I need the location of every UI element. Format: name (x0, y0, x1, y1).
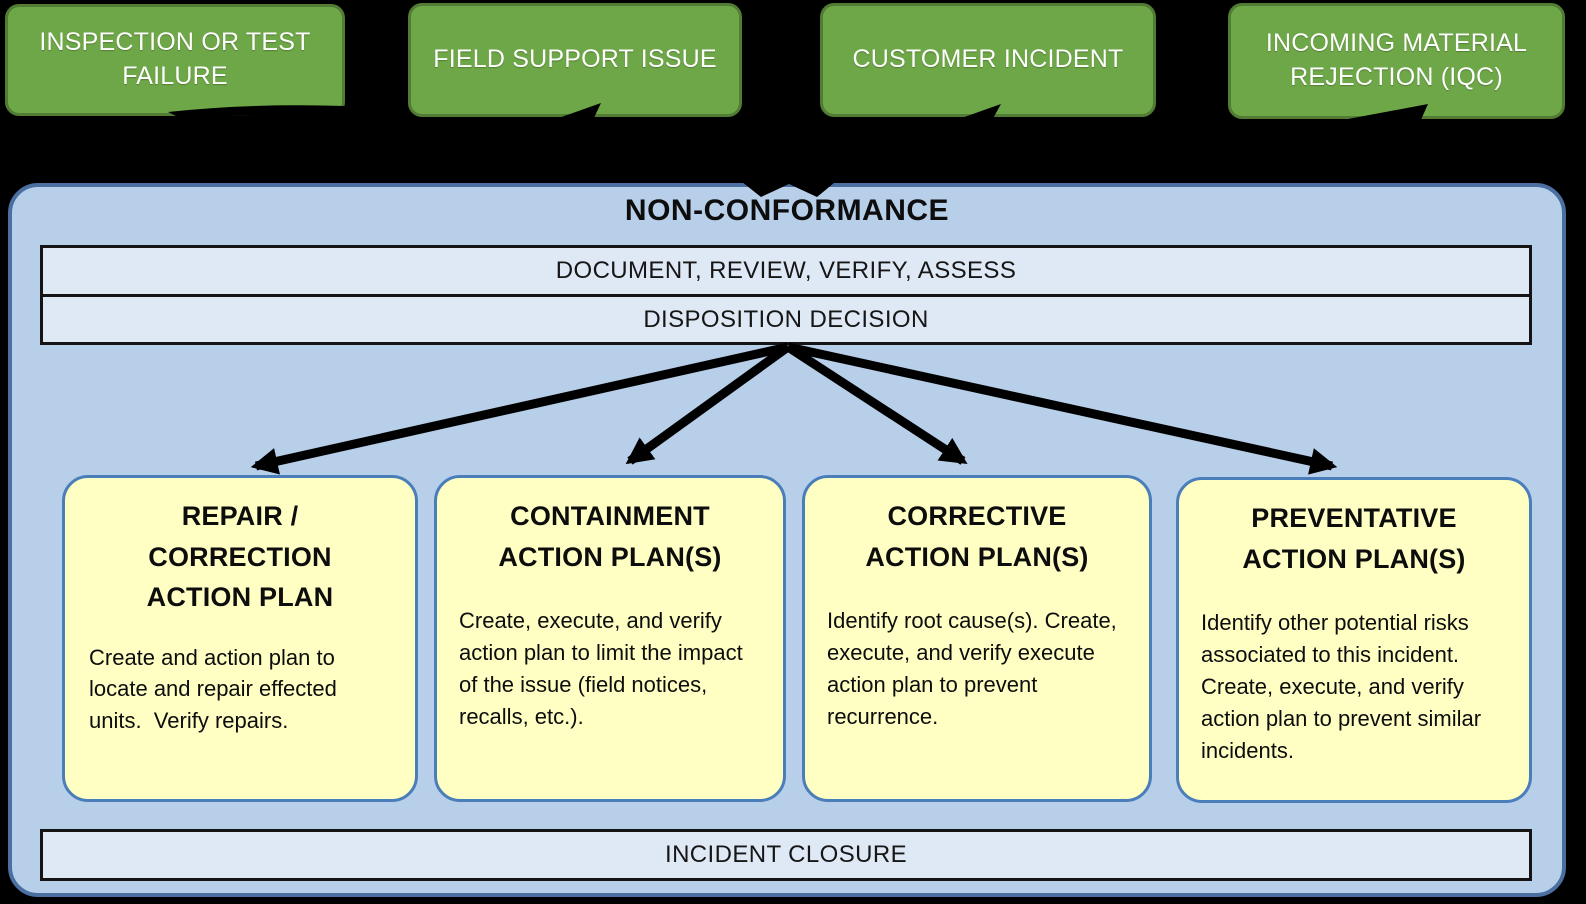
plan-title: PREVENTATIVE ACTION PLAN(S) (1242, 503, 1466, 574)
source-box-field-support-issue: FIELD SUPPORT ISSUE (408, 3, 742, 117)
source-box-customer-incident: CUSTOMER INCIDENT (820, 3, 1156, 117)
plan-title: CONTAINMENT ACTION PLAN(S) (498, 501, 722, 572)
plan-box-repair-correction: REPAIR / CORRECTION ACTION PLAN Create a… (62, 475, 418, 802)
plan-body: Create, execute, and verify action plan … (459, 608, 749, 729)
source-label: CUSTOMER INCIDENT (852, 45, 1124, 74)
source-label: FIELD SUPPORT ISSUE (433, 45, 717, 74)
plan-box-containment: CONTAINMENT ACTION PLAN(S) Create, execu… (434, 475, 786, 802)
step-bar-document-review-verify-assess: DOCUMENT, REVIEW, VERIFY, ASSESS (40, 245, 1532, 297)
step-bar-disposition-decision: DISPOSITION DECISION (40, 294, 1532, 345)
step-bar-incident-closure: INCIDENT CLOSURE (40, 829, 1532, 881)
panel-title: NON-CONFORMANCE (624, 194, 950, 227)
source-label: INSPECTION OR TEST FAILURE (39, 28, 311, 90)
plan-box-preventative: PREVENTATIVE ACTION PLAN(S) Identify oth… (1176, 477, 1532, 803)
plan-body: Create and action plan to locate and rep… (89, 644, 344, 734)
source-label: INCOMING MATERIAL REJECTION (IQC) (1265, 29, 1528, 91)
plan-title: REPAIR / CORRECTION ACTION PLAN (146, 501, 334, 612)
plan-title: CORRECTIVE ACTION PLAN(S) (865, 501, 1089, 572)
step-label: DOCUMENT, REVIEW, VERIFY, ASSESS (555, 257, 1017, 284)
step-label: DISPOSITION DECISION (643, 305, 929, 333)
plan-box-corrective: CORRECTIVE ACTION PLAN(S) Identify root … (802, 475, 1152, 802)
source-box-incoming-material-rejection: INCOMING MATERIAL REJECTION (IQC) (1228, 3, 1565, 119)
plan-body: Identify other potential risks associate… (1201, 610, 1488, 763)
step-label: INCIDENT CLOSURE (665, 841, 907, 868)
source-box-inspection-test-failure: INSPECTION OR TEST FAILURE (5, 4, 345, 116)
plan-body: Identify root cause(s). Create, execute,… (827, 608, 1123, 729)
